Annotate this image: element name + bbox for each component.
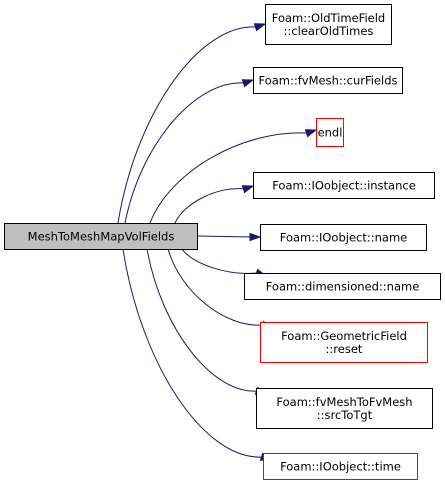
root-node-meshtomeshmapvolfields-box xyxy=(4,223,198,250)
node-oldtimefield-clearoldtimes-label: Foam::OldTimeField xyxy=(272,11,385,25)
arrowhead-icon xyxy=(249,232,262,242)
node-geometricfield-reset[interactable]: Foam::GeometricField::reset xyxy=(260,322,428,363)
nodes-layer: MeshToMeshMapVolFields Foam::OldTimeField… xyxy=(4,4,441,480)
node-ioobject-instance[interactable]: Foam::IOobject::instance xyxy=(253,172,435,199)
node-geometricfield-reset-box xyxy=(260,322,428,363)
node-oldtimefield-clearoldtimes-label: ::clearOldTimes xyxy=(284,24,374,38)
root-node-meshtomeshmapvolfields-label: MeshToMeshMapVolFields xyxy=(28,230,175,244)
node-ioobject-instance-label: Foam::IOobject::instance xyxy=(272,179,416,193)
node-ioobject-time-box xyxy=(263,453,418,480)
node-dimensioned-name-box xyxy=(244,273,441,300)
node-oldtimefield-clearoldtimes-box xyxy=(265,4,392,45)
call-edge xyxy=(196,235,253,238)
node-oldtimefield-clearoldtimes[interactable]: Foam::OldTimeField::clearOldTimes xyxy=(265,4,392,45)
node-ioobject-name-box xyxy=(260,224,427,251)
node-geometricfield-reset-label: Foam::GeometricField xyxy=(281,329,407,343)
node-dimensioned-name-label: Foam::dimensioned::name xyxy=(266,280,420,294)
node-endl-label: endl xyxy=(318,126,343,140)
call-edge xyxy=(167,248,264,326)
node-endl[interactable]: endl xyxy=(316,118,344,147)
node-dimensioned-name[interactable]: Foam::dimensioned::name xyxy=(244,273,441,300)
node-ioobject-time[interactable]: Foam::IOobject::time xyxy=(263,453,418,480)
arrowhead-icon xyxy=(304,129,318,138)
node-fvmesh-curfields-label: Foam::fvMesh::curFields xyxy=(259,74,398,88)
node-fvmesh-curfields-box xyxy=(253,67,403,94)
arrowhead-icon xyxy=(253,23,267,32)
call-edge xyxy=(117,26,257,224)
arrowhead-icon xyxy=(241,185,255,194)
node-fvmeshtofvmesh-srctotgt[interactable]: Foam::fvMeshToFvMesh::srcToTgt xyxy=(256,388,433,429)
call-edge xyxy=(124,82,245,224)
call-edge xyxy=(174,188,245,224)
node-ioobject-instance-box xyxy=(253,172,435,199)
arrowhead-icon xyxy=(241,79,255,88)
node-endl-box xyxy=(316,118,344,147)
call-edge xyxy=(122,248,263,458)
node-fvmeshtofvmesh-srctotgt-label: Foam::fvMeshToFvMesh xyxy=(276,395,412,409)
root-node-meshtomeshmapvolfields[interactable]: MeshToMeshMapVolFields xyxy=(4,223,198,250)
node-ioobject-name[interactable]: Foam::IOobject::name xyxy=(260,224,427,251)
call-edge xyxy=(149,132,308,224)
call-edge xyxy=(146,248,258,392)
node-fvmeshtofvmesh-srctotgt-box xyxy=(256,388,433,429)
node-geometricfield-reset-label: ::reset xyxy=(326,342,363,356)
call-edge xyxy=(181,248,258,274)
node-fvmesh-curfields[interactable]: Foam::fvMesh::curFields xyxy=(253,67,403,94)
node-ioobject-name-label: Foam::IOobject::name xyxy=(280,231,407,245)
node-fvmeshtofvmesh-srctotgt-label: ::srcToTgt xyxy=(317,408,373,422)
node-ioobject-time-label: Foam::IOobject::time xyxy=(280,460,401,474)
